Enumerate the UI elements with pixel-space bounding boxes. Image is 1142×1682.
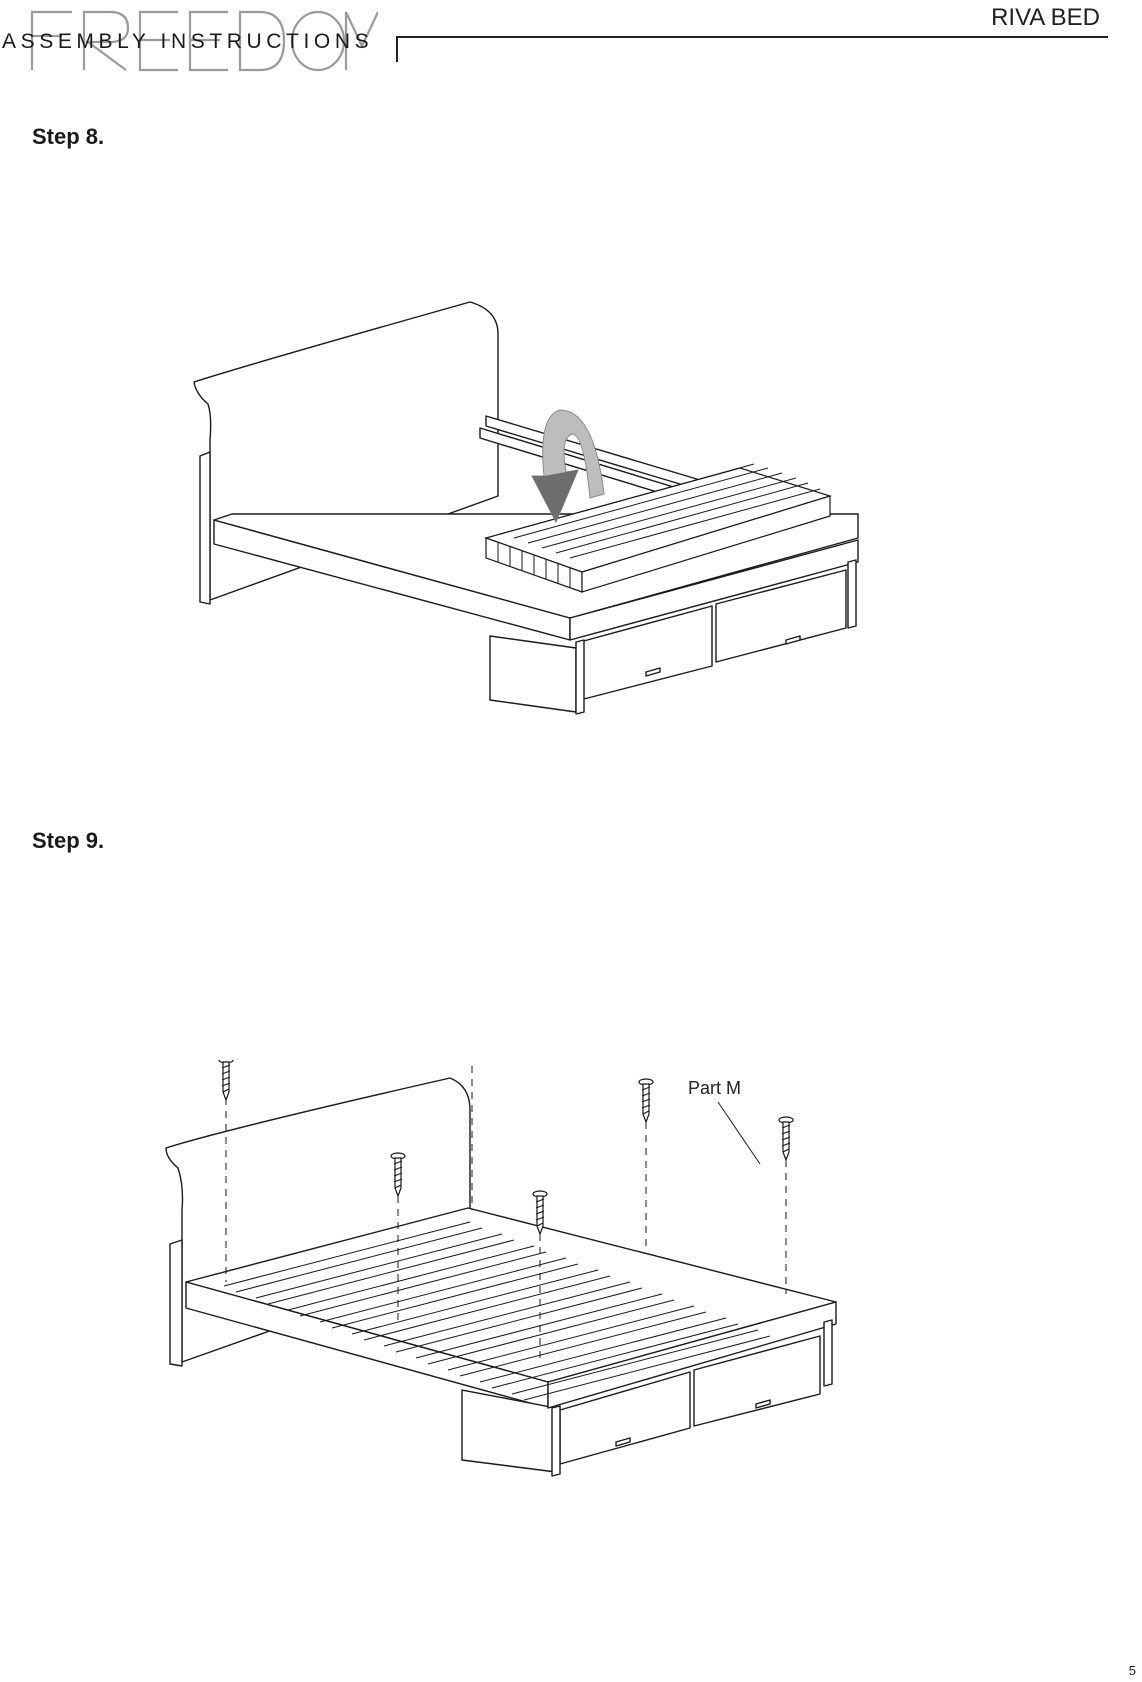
header-rule-tick bbox=[396, 38, 398, 62]
part-m-leader-line bbox=[718, 1102, 760, 1164]
screw-icon bbox=[219, 1060, 233, 1100]
step-8-heading: Step 8. bbox=[32, 124, 104, 150]
screw-icon bbox=[639, 1079, 653, 1122]
screw-icon bbox=[779, 1117, 793, 1160]
step-9-heading: Step 9. bbox=[32, 828, 104, 854]
page-number: 5 bbox=[1129, 1663, 1136, 1678]
bed-slats-diagram bbox=[0, 300, 1142, 720]
part-m-callout: Part M bbox=[688, 1078, 741, 1099]
step-8-illustration bbox=[0, 300, 1142, 720]
page-header: ASSEMBLY INSTRUCTIONS RIVA BED bbox=[0, 0, 1142, 80]
product-title: RIVA BED bbox=[991, 4, 1100, 32]
step-9-illustration bbox=[0, 1060, 1142, 1480]
header-rule bbox=[396, 36, 1108, 38]
rolling-arrow-icon bbox=[532, 410, 604, 522]
assembly-instructions-label: ASSEMBLY INSTRUCTIONS bbox=[2, 30, 373, 54]
bed-screws-diagram bbox=[0, 1060, 1142, 1480]
